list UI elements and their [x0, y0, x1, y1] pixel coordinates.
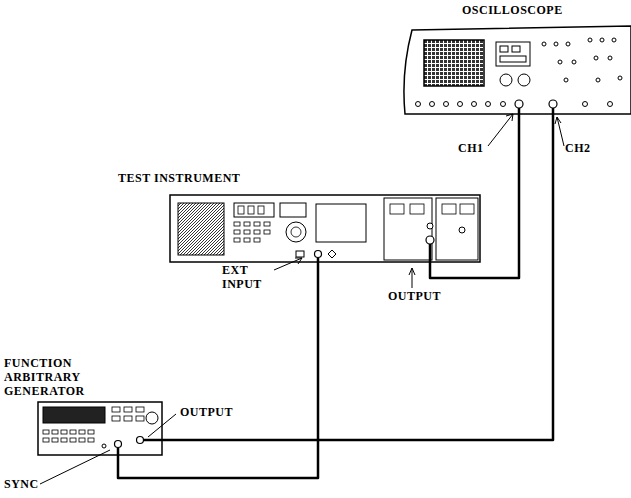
port-label: OUTPUT	[388, 290, 441, 304]
port-label: CH1	[458, 142, 484, 156]
instrument-node: OSCILLOSCOPE	[405, 28, 631, 114]
test-instrument-body	[170, 195, 480, 262]
port-label: SYNC	[4, 478, 39, 492]
instrument-node: TEST INSTRUMENT	[170, 195, 480, 262]
port-stub	[318, 244, 430, 262]
function-generator-body	[38, 402, 162, 455]
oscilloscope-body	[404, 26, 631, 114]
port-stub	[519, 108, 553, 114]
leader-lines	[40, 114, 564, 484]
cable	[430, 114, 519, 278]
cable	[162, 114, 553, 440]
instrument-title: TEST INSTRUMENT	[118, 172, 240, 186]
cable	[118, 262, 318, 478]
instrument-title: OSCILLOSCOPE	[462, 4, 563, 18]
instrument-node: FUNCTION ARBITRARY GENERATOR	[38, 402, 162, 455]
instrument-title: FUNCTION ARBITRARY GENERATOR	[4, 357, 108, 398]
port-label: OUTPUT	[180, 406, 233, 420]
port-label: CH2	[565, 142, 591, 156]
port-label: EXT INPUT	[222, 264, 272, 292]
port-stub	[118, 440, 162, 455]
